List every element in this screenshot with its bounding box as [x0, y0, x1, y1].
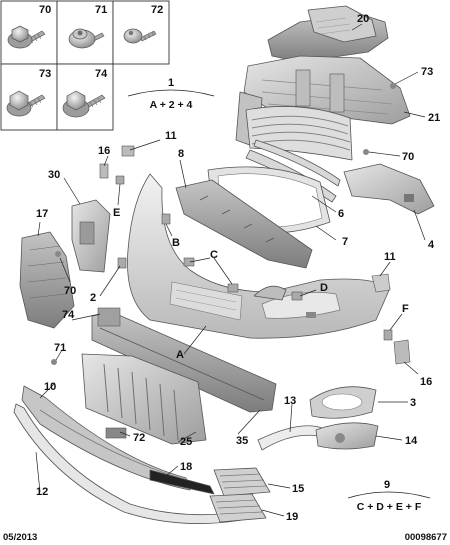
part-16-bracket-right [393, 339, 411, 365]
part-15-side-grille [213, 467, 271, 497]
callout-labels: 20 73 21 70 6 4 7 11 8 16 30 E 17 B C 2 … [36, 13, 440, 523]
clip-e [115, 175, 125, 185]
hex-flange-bolt-icon [62, 90, 106, 118]
bumper-cover-a [127, 173, 391, 339]
callout-18: 18 [180, 461, 192, 473]
callout-35: 35 [236, 435, 248, 447]
part-8-energy-absorber [175, 179, 313, 269]
clip-c-right [227, 283, 239, 293]
callout-14: 14 [405, 435, 418, 447]
footer-date: 05/2013 [3, 532, 37, 543]
clip-fasteners [51, 83, 411, 439]
callout-11-right: 11 [384, 251, 396, 263]
callout-20: 20 [357, 13, 369, 25]
assembly-formula-9: 9 C + D + E + F [347, 479, 431, 513]
formula-9-brace [347, 491, 431, 499]
callout-17: 17 [36, 208, 48, 220]
callout-70-left: 70 [64, 285, 76, 297]
bolt-70-left [55, 251, 61, 257]
bolt-71-left [51, 359, 57, 365]
callout-74: 74 [62, 309, 75, 321]
callout-3: 3 [410, 397, 416, 409]
callout-f: F [402, 303, 409, 315]
formula-9-number: 9 [384, 479, 390, 491]
clip-b [161, 213, 171, 225]
hex-bolt-icon [6, 90, 46, 117]
part-30-side-bracket [71, 199, 111, 273]
part-2-clip [117, 257, 127, 269]
leader-lines [35, 23, 426, 517]
fastener-number-70: 70 [39, 4, 51, 16]
part-16-clip-left [99, 163, 109, 179]
flanged-bolt-icon [7, 25, 46, 49]
clip-d [291, 291, 303, 301]
pan-screw-icon [123, 28, 157, 44]
formula-1-number: 1 [168, 77, 174, 89]
callout-12: 12 [36, 486, 48, 498]
callout-15: 15 [292, 483, 304, 495]
fastener-number-73: 73 [39, 68, 51, 80]
fastener-cell-70 [0, 0, 58, 65]
callout-6: 6 [338, 208, 344, 220]
callout-25: 25 [180, 436, 192, 448]
callout-a: A [176, 349, 184, 361]
part-19-side-grille [209, 493, 267, 523]
callout-19: 19 [286, 511, 298, 523]
part-17-arch-liner [19, 231, 75, 329]
callout-16-right: 16 [420, 376, 432, 388]
callout-72: 72 [133, 432, 145, 444]
callout-71: 71 [54, 342, 66, 354]
callout-70-upper: 70 [402, 151, 414, 163]
formula-1-expression: A + 2 + 4 [150, 99, 193, 111]
callout-16-left: 16 [98, 145, 110, 157]
callout-4: 4 [428, 239, 435, 251]
callout-2: 2 [90, 292, 96, 304]
fastener-number-74: 74 [95, 68, 108, 80]
part-18-trim-strip [149, 469, 215, 495]
part-35-impact-beam [91, 307, 277, 413]
callout-73: 73 [421, 66, 433, 78]
callout-c: C [210, 249, 218, 261]
bolt-70-upper [363, 149, 369, 155]
callout-b: B [172, 237, 180, 249]
callout-10: 10 [44, 381, 56, 393]
callout-8: 8 [178, 148, 184, 160]
part-11-bracket-left [121, 145, 135, 157]
fastener-legend: 70 71 72 73 74 [0, 0, 170, 131]
callout-d: D [320, 282, 328, 294]
callout-11-left: 11 [165, 130, 177, 142]
assembly-formula-1: 1 A + 2 + 4 [127, 77, 215, 111]
callout-21: 21 [428, 112, 440, 124]
formula-9-expression: C + D + E + F [357, 501, 422, 513]
fastener-number-72: 72 [151, 4, 163, 16]
clip-c-left [183, 257, 195, 267]
callout-7: 7 [342, 236, 348, 248]
part-11-bracket-right [371, 273, 391, 293]
fastener-number-71: 71 [95, 4, 107, 16]
footer-reference: 00098677 [405, 532, 447, 543]
callout-30: 30 [48, 169, 60, 181]
part-14-fog-bezel [315, 422, 379, 450]
clip-f [383, 329, 393, 341]
upper-grille [245, 106, 353, 161]
callout-13: 13 [284, 395, 296, 407]
bolt-73-upper [390, 83, 396, 89]
part-3-fog-surround [309, 386, 377, 419]
callout-e: E [113, 207, 120, 219]
part-72-bracket [105, 427, 127, 439]
formula-1-brace [127, 89, 215, 97]
part-4-bumper-bracket [343, 163, 435, 215]
washer-screw-icon [68, 28, 105, 49]
part-25-active-grille-shutter [81, 353, 207, 445]
part-20-shield [307, 5, 377, 43]
